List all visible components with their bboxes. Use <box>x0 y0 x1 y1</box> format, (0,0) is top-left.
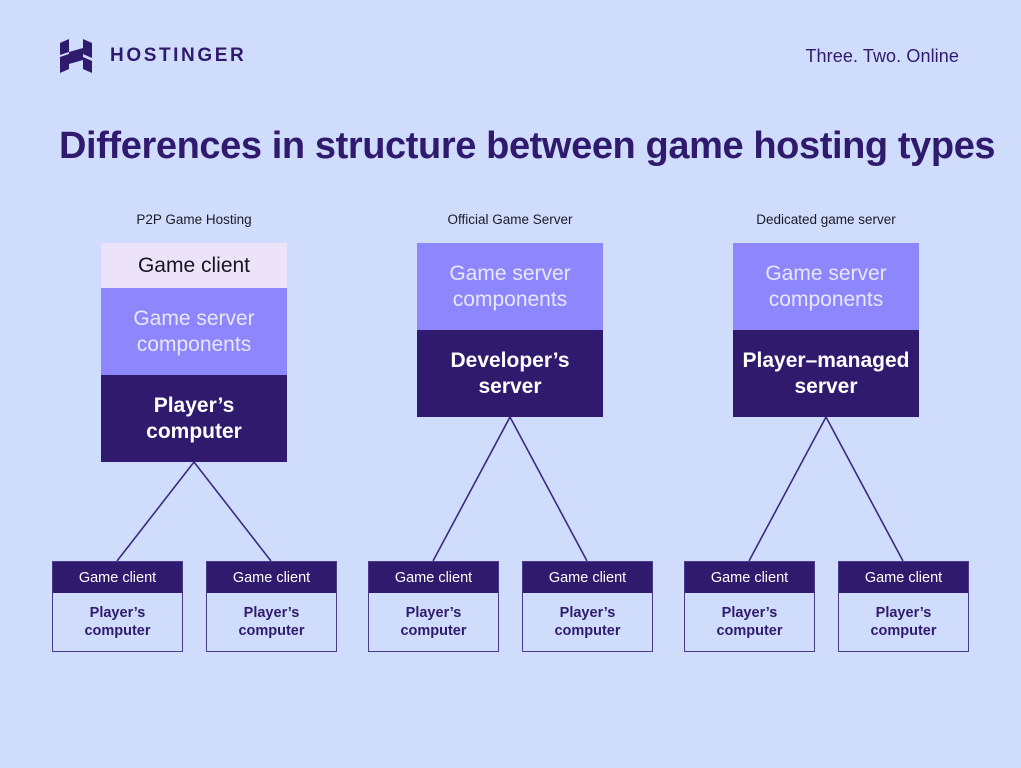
leaf-header-game-client: Game client <box>839 562 968 593</box>
leaf-header-game-client: Game client <box>207 562 336 593</box>
leaf-header-game-client: Game client <box>523 562 652 593</box>
stack-segment-game-client: Game client <box>101 243 287 288</box>
page-header: HOSTINGER Three. Two. Online <box>60 38 959 74</box>
column-label-official: Official Game Server <box>447 212 573 227</box>
brand-name: HOSTINGER <box>110 45 247 66</box>
hostinger-h-logo-icon <box>60 39 92 73</box>
column-label-dedicated: Dedicated game server <box>756 212 896 227</box>
brand-lockup: HOSTINGER <box>60 39 246 73</box>
brand-tagline: Three. Two. Online <box>805 45 959 66</box>
column-label-p2p: P2P Game Hosting <box>136 212 252 227</box>
leaf-header-game-client: Game client <box>369 562 498 593</box>
page-title: Differences in structure between game ho… <box>59 125 996 168</box>
leaf-header-game-client: Game client <box>53 562 182 593</box>
leaf-header-game-client: Game client <box>685 562 814 593</box>
